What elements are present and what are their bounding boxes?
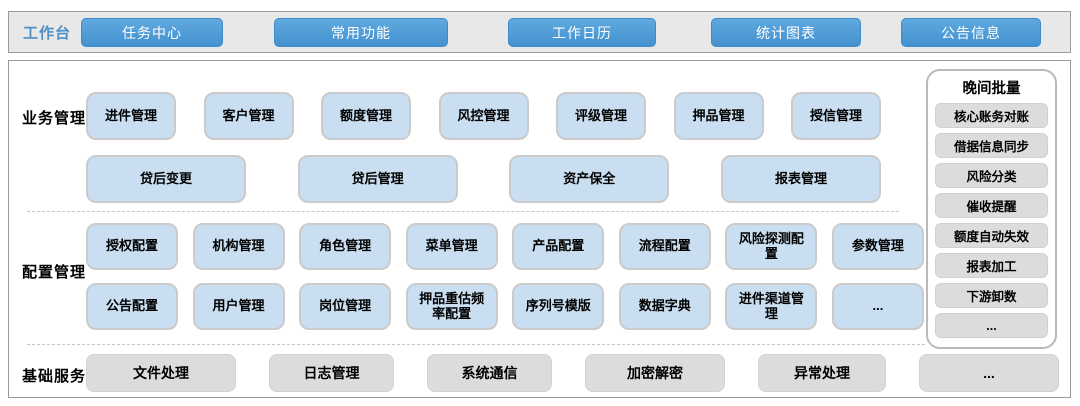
night-batch-item[interactable]: 催收提醒 — [935, 193, 1048, 218]
module-box[interactable]: 角色管理 — [299, 223, 392, 270]
module-box[interactable]: 授权配置 — [86, 223, 178, 270]
night-batch-panel: 晚间批量 核心账务对账借据信息同步风险分类催收提醒额度自动失效报表加工下游卸数.… — [926, 69, 1057, 349]
section-label-business: 业务管理 — [22, 110, 87, 127]
business-row-2: 贷后变更 贷后管理 资产保全 报表管理 — [86, 155, 881, 203]
config-row-1: 授权配置机构管理角色管理菜单管理产品配置流程配置风险探测配置参数管理 — [86, 223, 924, 270]
section-divider — [27, 344, 925, 345]
module-box[interactable]: 日志管理 — [269, 354, 394, 392]
module-box[interactable]: 贷后变更 — [86, 155, 246, 203]
night-batch-item[interactable]: 风险分类 — [935, 163, 1048, 188]
module-box[interactable]: 异常处理 — [758, 354, 886, 392]
night-batch-items: 核心账务对账借据信息同步风险分类催收提醒额度自动失效报表加工下游卸数... — [928, 103, 1055, 338]
workbench-label: 工作台 — [23, 24, 72, 42]
main-panel: 业务管理 配置管理 基础服务 进件管理客户管理额度管理风控管理评级管理押品管理授… — [8, 60, 1071, 398]
module-box[interactable]: 额度管理 — [321, 92, 411, 140]
night-batch-item[interactable]: ... — [935, 313, 1048, 338]
module-box[interactable]: 加密解密 — [585, 354, 725, 392]
module-box[interactable]: 资产保全 — [509, 155, 670, 203]
module-box[interactable]: 数据字典 — [618, 283, 711, 330]
night-batch-item[interactable]: 下游卸数 — [935, 283, 1048, 308]
section-label-config: 配置管理 — [22, 264, 87, 281]
module-box[interactable]: 评级管理 — [556, 92, 646, 140]
module-box[interactable]: 流程配置 — [618, 223, 711, 270]
module-box[interactable]: 授信管理 — [791, 92, 881, 140]
section-label-base-services: 基础服务 — [22, 368, 87, 385]
module-box[interactable]: 客户管理 — [203, 92, 294, 140]
module-box[interactable]: 岗位管理 — [299, 283, 392, 330]
module-box[interactable]: 进件管理 — [86, 92, 176, 140]
night-batch-item[interactable]: 额度自动失效 — [935, 223, 1048, 248]
config-row-2: 公告配置用户管理岗位管理押品重估频率配置序列号模版数据字典进件渠道管理... — [86, 283, 924, 330]
module-box[interactable]: 风险探测配置 — [725, 223, 818, 270]
module-box[interactable]: 押品重估频率配置 — [405, 283, 498, 330]
topbar-button-common-functions[interactable]: 常用功能 — [274, 18, 448, 47]
night-batch-item[interactable]: 核心账务对账 — [935, 103, 1048, 128]
topbar-button-work-calendar[interactable]: 工作日历 — [508, 18, 656, 47]
module-box[interactable]: 用户管理 — [192, 283, 285, 330]
module-box[interactable]: 押品管理 — [673, 92, 764, 140]
module-box[interactable]: 风控管理 — [438, 92, 529, 140]
business-row-1: 进件管理客户管理额度管理风控管理评级管理押品管理授信管理 — [86, 92, 881, 140]
night-batch-item[interactable]: 报表加工 — [935, 253, 1048, 278]
night-batch-item[interactable]: 借据信息同步 — [935, 133, 1048, 158]
module-box[interactable]: 参数管理 — [831, 223, 924, 270]
module-box[interactable]: 产品配置 — [512, 223, 605, 270]
module-box[interactable]: 文件处理 — [86, 354, 236, 392]
section-divider — [27, 211, 899, 212]
topbar-button-statistics-charts[interactable]: 统计图表 — [711, 18, 861, 47]
module-box[interactable]: 系统通信 — [427, 354, 552, 392]
module-box[interactable]: ... — [919, 354, 1059, 392]
base-services-row: 文件处理日志管理系统通信加密解密异常处理... — [86, 354, 1059, 392]
module-box[interactable]: 公告配置 — [86, 283, 178, 330]
topbar-button-announcement-info[interactable]: 公告信息 — [901, 18, 1041, 47]
workbench-topbar: 工作台 任务中心 常用功能 工作日历 统计图表 公告信息 — [8, 11, 1071, 53]
module-box[interactable]: 机构管理 — [192, 223, 285, 270]
module-box[interactable]: 贷后管理 — [297, 155, 458, 203]
night-batch-title: 晚间批量 — [962, 81, 1021, 97]
module-box[interactable]: 进件渠道管理 — [725, 283, 818, 330]
module-box[interactable]: 报表管理 — [720, 155, 881, 203]
module-box[interactable]: 菜单管理 — [405, 223, 498, 270]
module-box[interactable]: 序列号模版 — [512, 283, 605, 330]
module-box[interactable]: ... — [831, 283, 924, 330]
topbar-button-task-center[interactable]: 任务中心 — [81, 18, 223, 47]
